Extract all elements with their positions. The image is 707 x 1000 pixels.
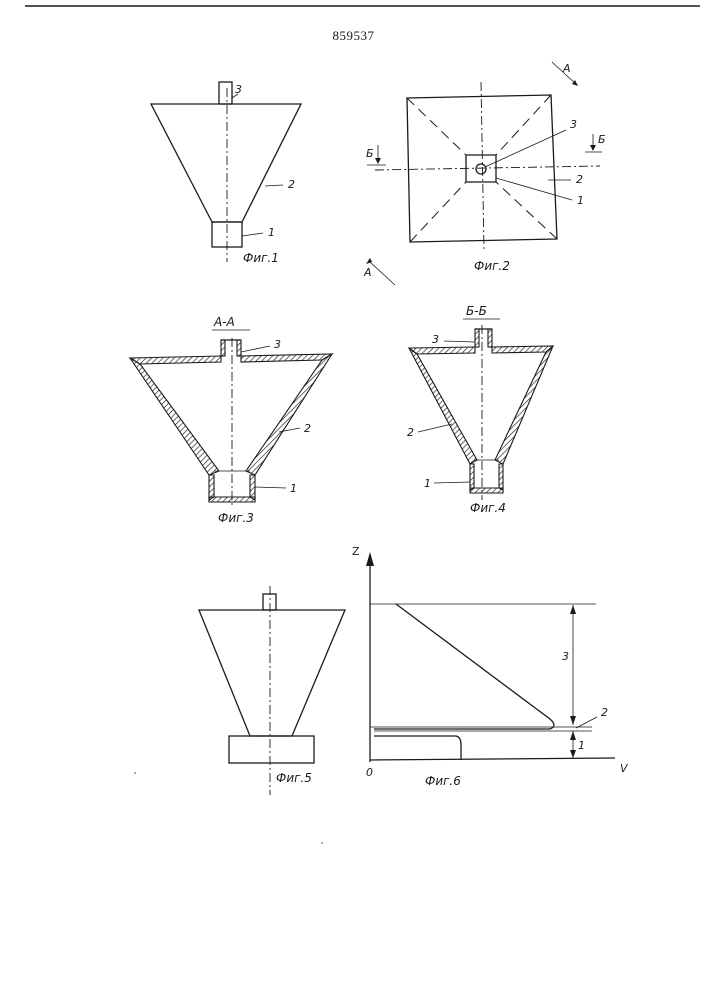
figure-1: 3 2 1 Фиг.1 xyxy=(151,82,301,265)
fig6-axis-z-label: Z xyxy=(352,545,360,558)
fig6-velocity-profile xyxy=(374,604,554,729)
fig6-zone-1: 1 xyxy=(578,739,585,752)
fig1-label-3: 3 xyxy=(235,83,242,96)
fig1-cone-2 xyxy=(151,104,301,222)
fig2-mark-B-right: Б xyxy=(598,133,606,146)
fig2-label-2: 2 xyxy=(576,173,583,186)
fig6-inner-profile xyxy=(374,736,461,760)
fig6-origin: 0 xyxy=(366,766,373,779)
fig2-label-1: 1 xyxy=(577,194,584,207)
fig4-label-1: 1 xyxy=(424,477,431,490)
fig3-caption: Фиг.3 xyxy=(218,511,254,525)
fig3-label-1: 1 xyxy=(290,482,297,495)
fig2-label-3: 3 xyxy=(570,118,577,131)
fig1-pipe-3 xyxy=(219,82,232,104)
fig2-caption: Фиг.2 xyxy=(474,259,510,273)
figure-3: А-А 3 2 1 Фиг.3 xyxy=(130,315,332,525)
figure-6: Z V 0 3 2 1 Фиг.6 xyxy=(352,545,629,788)
fig5-cone xyxy=(199,610,345,736)
fig4-caption: Фиг.4 xyxy=(470,501,506,515)
fig6-zone-2: 2 xyxy=(601,706,608,719)
fig4-label-2: 2 xyxy=(407,426,414,439)
fig4-label-3: 3 xyxy=(432,333,439,346)
figure-2: А А Б Б 3 2 1 Фиг.2 xyxy=(363,62,606,285)
fig2-pipe-hole xyxy=(476,164,486,174)
fig2-mark-A-bottom: А xyxy=(363,266,372,279)
fig6-caption: Фиг.6 xyxy=(425,774,461,788)
fig1-label-1: 1 xyxy=(268,226,275,239)
fig6-zone-3: 3 xyxy=(562,650,569,663)
fig1-caption: Фиг.1 xyxy=(243,251,279,265)
fig5-pipe xyxy=(263,594,276,610)
fig2-mark-A-top: А xyxy=(562,62,571,75)
fig5-base xyxy=(229,736,314,763)
fig2-mark-B-left: Б xyxy=(366,147,374,160)
fig3-section-title: А-А xyxy=(213,315,235,329)
figure-4: Б-Б 3 2 1 Фиг.4 xyxy=(407,304,553,515)
fig4-section-title: Б-Б xyxy=(466,304,487,318)
fig5-caption: Фиг.5 xyxy=(276,771,312,785)
figure-5: Фиг.5 xyxy=(199,586,345,795)
fig3-label-3: 3 xyxy=(274,338,281,351)
fig3-label-2: 2 xyxy=(304,422,311,435)
fig1-label-2: 2 xyxy=(288,178,295,191)
fig6-axis-v-label: V xyxy=(620,762,629,775)
fig6-v-axis xyxy=(370,758,615,760)
